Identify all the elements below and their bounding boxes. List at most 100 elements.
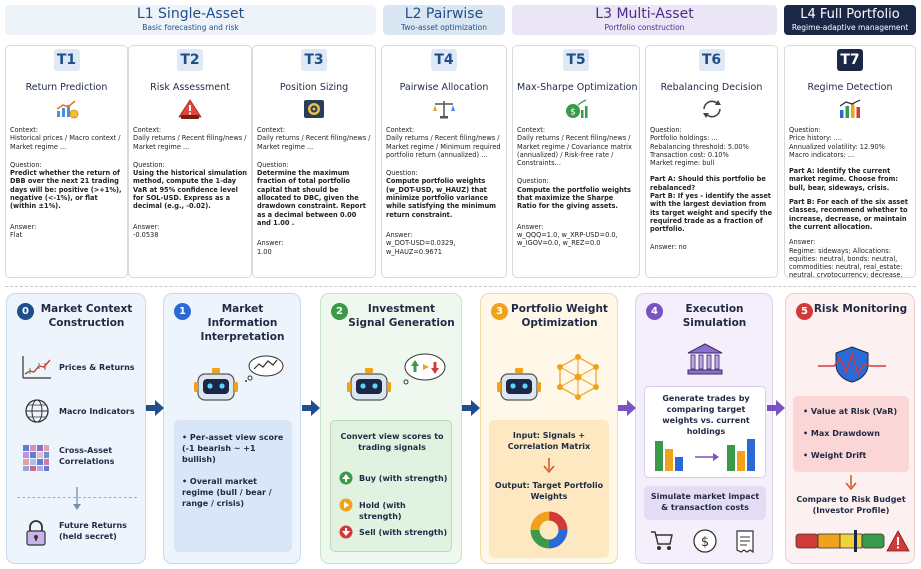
price-chart-icon: [22, 356, 51, 379]
context-text: Historical prices / Macro context / Mark…: [10, 134, 121, 151]
task-badge: T2: [177, 49, 203, 71]
task-card-t5: T5 Max-Sharpe Optimization $ Context: Da…: [512, 45, 640, 278]
answer-text: Flat: [10, 230, 23, 239]
task-title: Rebalancing Decision: [660, 82, 763, 93]
stage-item-prices: Prices & Returns: [59, 363, 135, 372]
stage-number: 0: [17, 303, 34, 320]
buy-signal-icon: [339, 471, 353, 485]
task-title: Pairwise Allocation: [399, 82, 489, 93]
stage-title: Execution Simulation: [682, 303, 747, 329]
stage-title: Market Context Construction: [40, 303, 133, 329]
task-title: Risk Assessment: [150, 82, 230, 93]
level-header-l1: L1 Single-Asset Basic forecasting and ri…: [5, 5, 376, 35]
weights-donut-icon: [530, 511, 568, 549]
down-arrow-icon: [73, 487, 81, 510]
bullet-text: Max Drawdown: [810, 429, 880, 438]
task-card-t1: T1 Return Prediction Context: Historical…: [5, 45, 128, 278]
context-label: Context:: [517, 126, 546, 134]
stage-5-risk-monitoring: 5 Risk Monitoring • Value at Risk (VaR) …: [785, 293, 915, 564]
risk-metric-drift: • Weight Drift: [803, 451, 867, 460]
cart-icon: [651, 531, 673, 550]
task-card-t4: T4 Pairwise Allocation Context: Daily re…: [381, 45, 507, 278]
answer-text: w_DOT-USD=0.0329, w_HAUZ=0.9671: [386, 239, 456, 256]
level-header-l3: L3 Multi-Asset Portfolio construction: [512, 5, 777, 35]
level-subtitle: Two-asset optimization: [401, 23, 487, 32]
answer-text: 1.00: [257, 247, 272, 256]
context-text: Daily returns / Recent filing/news / Mar…: [386, 134, 501, 159]
level-title: L1 Single-Asset: [136, 6, 245, 22]
answer-label: Answer:: [386, 230, 413, 239]
answer-label: Answer:: [10, 222, 37, 231]
level-subtitle: Regime-adaptive management: [791, 23, 909, 32]
context-label: Context:: [10, 126, 39, 134]
task-card-t7: T7 Regime Detection Question: Price hist…: [784, 45, 916, 278]
risk-gauge-icon: [795, 530, 910, 552]
network-icon: [557, 354, 599, 400]
signal-sell: Sell (with strength): [359, 528, 448, 537]
receipt-icon: [736, 530, 754, 554]
rebalance-icon: [702, 100, 721, 118]
question-info: Portfolio holdings: ... Rebalancing thre…: [650, 134, 749, 168]
question-label: Question:: [133, 160, 165, 169]
flow-arrow-1-2: [302, 400, 320, 416]
interpretation-output-box: • Per-asset view score (-1 bearish ~ +1 …: [174, 420, 292, 552]
task-card-t2: T2 Risk Assessment Context: Daily return…: [128, 45, 252, 278]
task-card-t3: T3 Position Sizing Context: Daily return…: [252, 45, 376, 278]
question-text: Predict whether the return of DBB over t…: [10, 169, 122, 211]
signal-box: Convert view scores to trading signals B…: [330, 420, 452, 552]
hold-signal-icon: [339, 498, 353, 512]
market-impact-text: Simulate market impact & transaction cos…: [650, 492, 760, 512]
balance-scale-icon: [433, 101, 455, 119]
bullet-text: Per-asset view score (-1 bearish ~ +1 bu…: [182, 433, 284, 464]
answer-text: Regime: sideways; Allocations: equities:…: [789, 246, 903, 278]
task-badge: T7: [837, 49, 863, 71]
context-label: Context:: [257, 126, 286, 134]
risk-metric-var: • Value at Risk (VaR): [803, 407, 898, 416]
risk-budget-text: Compare to Risk Budget (Investor Profile…: [796, 495, 906, 515]
part-a-text: Part A: Identify the current market regi…: [789, 167, 898, 192]
bullet-text: Weight Drift: [810, 451, 867, 460]
part-b-text: Part B: For each of the six asset classe…: [789, 198, 908, 231]
part-a-text: Part A: Should this portfolio be rebalan…: [650, 175, 766, 192]
level-subtitle: Basic forecasting and risk: [142, 23, 239, 32]
signal-buy: Buy (with strength): [359, 474, 448, 483]
signal-hold: Hold (with strength): [359, 501, 406, 521]
stage-2-signal-generation: 2 Investment Signal Generation Convert v…: [320, 293, 462, 564]
context-label: Context:: [133, 126, 162, 134]
risk-metric-drawdown: • Max Drawdown: [803, 429, 880, 438]
question-label: Question:: [257, 160, 289, 169]
market-impact-box: Simulate market impact & transaction cos…: [644, 486, 766, 520]
question-text: Compute portfolio weights (w_DOT-USD, w_…: [386, 177, 497, 219]
robot-icon: [347, 368, 391, 401]
trade-generation-box: Generate trades by comparing target weig…: [644, 386, 766, 478]
task-badge: T5: [563, 49, 589, 71]
stage-item-secret: Future Returns (held secret): [59, 521, 127, 541]
task-card-t6: T6 Rebalancing Decision Question: Portfo…: [645, 45, 778, 278]
context-text: Daily returns / Recent filing/news / Mar…: [257, 134, 371, 151]
answer-text: -0.0538: [133, 230, 159, 239]
down-arrow-icon: [845, 475, 857, 491]
task-badge: T1: [53, 49, 80, 71]
stage-title: Investment Signal Generation: [348, 303, 455, 329]
task-title: Regime Detection: [807, 82, 893, 93]
question-label: Question:: [517, 177, 549, 186]
dollar-icon: $: [693, 529, 717, 553]
signal-box-title: Convert view scores to trading signals: [340, 432, 444, 452]
answer-text: Answer: no: [650, 242, 687, 251]
stage-title: Market Information Interpretation: [200, 303, 285, 343]
stage-title: Portfolio Weight Optimization: [511, 303, 608, 329]
level-header-l2: L2 Pairwise Two-asset optimization: [383, 5, 505, 35]
level-header-l4: L4 Full Portfolio Regime-adaptive manage…: [784, 5, 916, 35]
stage-title: Risk Monitoring: [813, 303, 908, 315]
flow-arrow-4-5: [767, 400, 785, 416]
stage-item-correlations: Cross-Asset Correlations: [59, 446, 115, 466]
correlation-matrix-icon: [23, 445, 49, 471]
context-text: Daily returns / Recent filing/news / Mar…: [517, 134, 632, 168]
answer-label: Answer:: [517, 222, 544, 231]
optimization-output: Output: Target Portfolio Weights: [494, 481, 604, 501]
optimization-input: Input: Signals + Correlation Matrix: [507, 431, 591, 451]
trade-generation-text: Generate trades by comparing target weig…: [662, 394, 750, 436]
stage-number: 4: [646, 303, 663, 320]
shield-heartbeat-icon: [818, 346, 886, 383]
holdings-vs-target-icon: [655, 439, 755, 471]
